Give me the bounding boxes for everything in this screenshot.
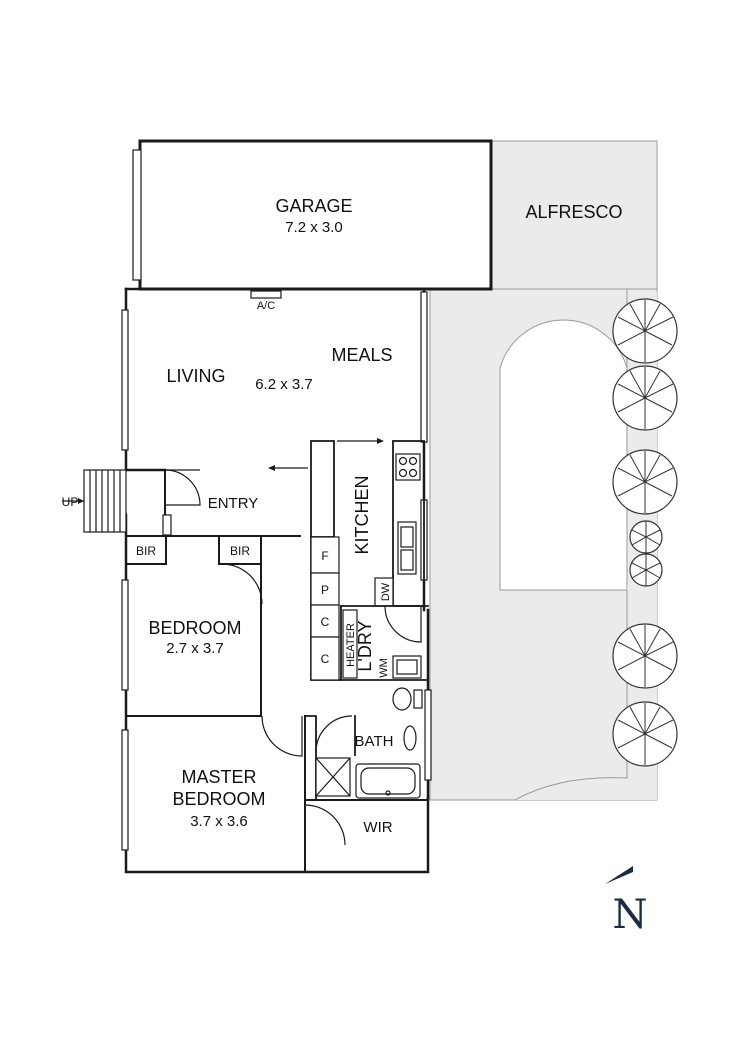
north-compass: N <box>605 866 648 938</box>
fridge <box>310 536 340 574</box>
wir-label: WIR <box>363 819 392 836</box>
wm-label: WM <box>378 658 390 678</box>
heater <box>342 609 358 679</box>
tree-icon <box>612 701 678 767</box>
cooktop <box>395 453 421 481</box>
entry-label: ENTRY <box>208 495 259 512</box>
tree-icon <box>629 520 663 554</box>
garage-label: GARAGE <box>275 196 352 216</box>
window-meals <box>420 291 428 443</box>
alfresco-label: ALFRESCO <box>525 202 622 222</box>
dishwasher-label: DW <box>380 582 392 601</box>
bir-right-label: BIR <box>230 544 250 558</box>
living-size: 6.2 x 3.7 <box>255 376 313 393</box>
meals-label: MEALS <box>331 345 392 365</box>
laundry-label: L'DRY <box>355 620 375 671</box>
master-size: 3.7 x 3.6 <box>190 813 248 830</box>
up-label: UP <box>62 495 79 509</box>
toilet <box>392 687 412 711</box>
garage-door <box>132 149 142 281</box>
sink <box>397 521 417 575</box>
living-label: LIVING <box>166 366 225 386</box>
heater-label: HEATER <box>345 623 357 667</box>
laundry <box>340 605 429 681</box>
bath-label: BATH <box>355 733 394 750</box>
cupboard-2 <box>310 636 340 681</box>
garage-size: 7.2 x 3.0 <box>285 219 343 236</box>
basin <box>403 725 417 751</box>
tree-icon <box>629 553 663 587</box>
tree-icon <box>612 623 678 689</box>
washing-machine <box>392 655 422 679</box>
bir-left-label: BIR <box>136 544 156 558</box>
bathroom <box>304 687 423 801</box>
bedroom-walls <box>125 535 303 757</box>
ac-unit <box>250 290 282 299</box>
master-label-2: BEDROOM <box>172 789 265 809</box>
bathtub <box>355 763 421 799</box>
cupboard-1-label: C <box>321 615 330 629</box>
window-master <box>121 729 129 851</box>
trees <box>612 298 678 767</box>
window-bedroom <box>121 579 129 691</box>
tree-icon <box>612 449 678 515</box>
master-label-1: MASTER <box>181 767 256 787</box>
pantry <box>310 572 340 606</box>
tree-icon <box>612 365 678 431</box>
cupboard-2-label: C <box>321 652 330 666</box>
window-bath <box>424 689 432 781</box>
tree-icon <box>612 298 678 364</box>
north-label: N <box>613 892 648 938</box>
alfresco-area <box>490 140 658 290</box>
entry-stairs <box>62 469 127 533</box>
bedroom-label: BEDROOM <box>148 618 241 638</box>
window-living <box>121 309 129 451</box>
kitchen <box>268 438 425 681</box>
master-walls <box>304 715 429 873</box>
kitchen-label: KITCHEN <box>352 475 372 554</box>
cupboard-1 <box>310 604 340 638</box>
fridge-label: F <box>321 549 328 563</box>
ac-label: A/C <box>257 300 275 312</box>
bedroom-size: 2.7 x 3.7 <box>166 640 224 657</box>
north-arrow-icon <box>605 866 633 884</box>
pantry-label: P <box>321 583 329 597</box>
bir-left-box <box>125 535 167 565</box>
